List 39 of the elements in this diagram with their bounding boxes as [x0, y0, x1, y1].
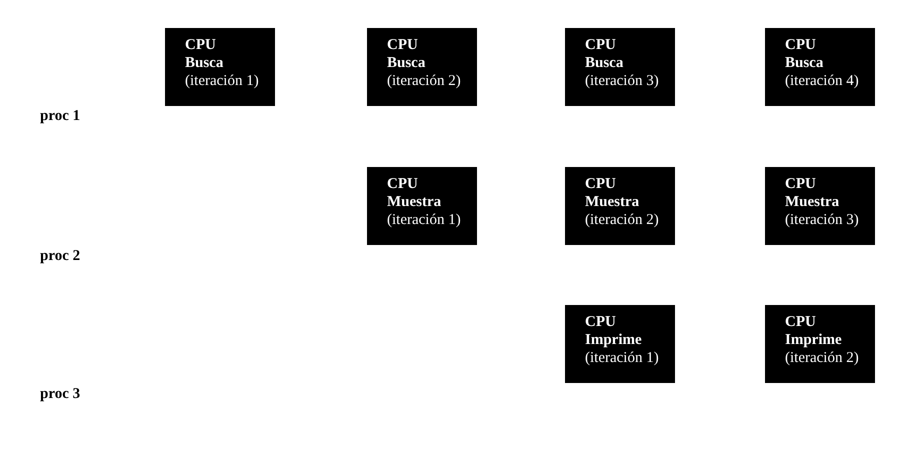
- task-name: Imprime: [785, 331, 843, 349]
- task-name: Busca: [185, 54, 224, 72]
- process-box: [565, 28, 675, 106]
- process-box: [367, 167, 477, 245]
- process-box: [565, 305, 675, 383]
- task-name: Muestra: [585, 193, 640, 211]
- process-box: [765, 28, 875, 106]
- iteration-label: (iteración 3): [785, 211, 860, 229]
- task-name: Busca: [785, 54, 824, 72]
- cpu-label: CPU: [387, 36, 419, 54]
- task-name: Muestra: [785, 193, 840, 211]
- iteration-label: (iteración 1): [387, 211, 462, 229]
- task-name: Busca: [585, 54, 624, 72]
- process-box: [765, 167, 875, 245]
- cpu-label: CPU: [585, 36, 617, 54]
- cpu-label: CPU: [387, 175, 419, 193]
- task-name: Muestra: [387, 193, 442, 211]
- iteration-label: (iteración 1): [185, 72, 260, 90]
- iteration-label: (iteración 3): [585, 72, 660, 90]
- task-name: Imprime: [585, 331, 643, 349]
- iteration-label: (iteración 2): [387, 72, 462, 90]
- iteration-label: (iteración 2): [585, 211, 660, 229]
- process-box: [765, 305, 875, 383]
- process-box: [367, 28, 477, 106]
- iteration-label: (iteración 2): [785, 349, 860, 367]
- row-label: proc 2: [40, 248, 80, 265]
- cpu-label: CPU: [185, 36, 217, 54]
- task-name: Busca: [387, 54, 426, 72]
- row-label: proc 1: [40, 108, 80, 125]
- cpu-label: CPU: [785, 313, 817, 331]
- cpu-label: CPU: [785, 36, 817, 54]
- iteration-label: (iteración 4): [785, 72, 860, 90]
- cpu-label: CPU: [585, 175, 617, 193]
- iteration-label: (iteración 1): [585, 349, 660, 367]
- process-box: [165, 28, 275, 106]
- cpu-label: CPU: [785, 175, 817, 193]
- cpu-label: CPU: [585, 313, 617, 331]
- row-label: proc 3: [40, 386, 80, 403]
- process-box: [565, 167, 675, 245]
